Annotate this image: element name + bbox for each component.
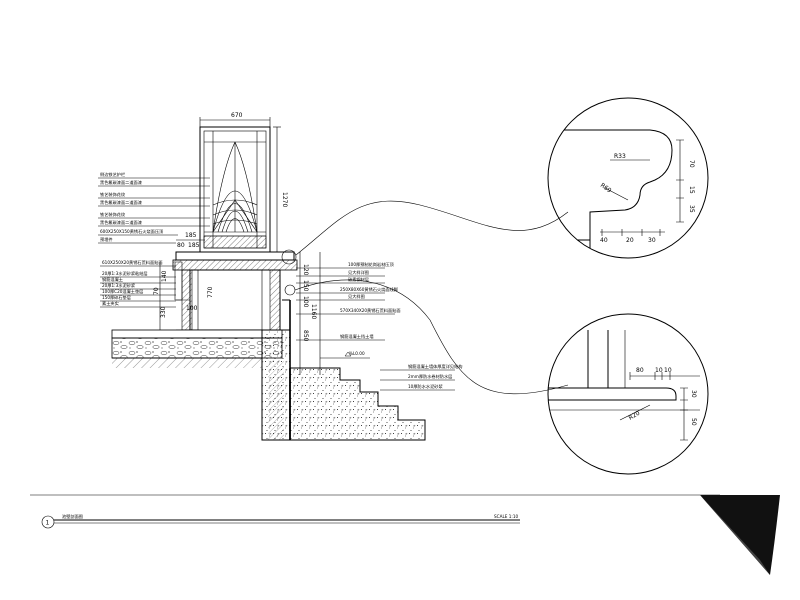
right-annotations: 100厚预制花岗岩材压顶 见大样详图 碳素钢材层 250X80X60黄锈石火烧面… [296,261,462,391]
left-note-8: 610X250X20黄锈石荒料面贴面 [102,259,163,266]
left-note-4: 铁艺装饰花纹 [100,211,126,218]
detail-top: R33 R69 70 15 35 40 20 30 [547,97,709,259]
left-note-10: 钢筋混凝土 [102,276,123,283]
left-note-13: 150厚碎石垫层 [102,294,131,301]
dim-cap-b: 80 [177,242,185,249]
detail-bottom-10a: 10 [655,367,663,374]
dim-cap-c: 185 [188,242,200,249]
right-note-5: 570X340X20黄锈石荒料面贴面 [340,307,401,314]
detail-top-40: 40 [600,237,608,244]
detail-top-30: 30 [648,237,656,244]
left-note-14: 素土夹实 [102,300,119,307]
dim-right-1160: 1160 [310,304,317,319]
callout-leaders [281,200,569,395]
dim-cap-a: 185 [185,232,197,239]
dim-right-850: 850 [302,330,309,342]
right-note-6: 钢筋混凝土挡土墙 [340,333,374,340]
detail-top-r33: R33 [614,153,626,160]
detail-top-70: 70 [688,160,695,168]
drawing-title: 池壁剖面图 [62,513,83,520]
dim-pier-height: 770 [207,286,214,298]
dim-right-120: 120 [302,264,309,276]
left-note-12: 100厚C20混凝土垫层 [102,288,143,295]
right-note-8: 2mm厚防水卷材防水层 [408,373,452,380]
water-level: %L0.00 [320,351,370,359]
dim-right-100: 100 [302,296,309,308]
right-note-4: 见大样图 [348,293,365,300]
left-note-0: 侧边铁艺护栏 [100,171,125,178]
detail-bottom-30: 30 [690,390,697,398]
detail-top-35: 35 [688,205,695,213]
detail-bottom-r20: R20 [628,410,642,422]
detail-top-r69: R69 [599,182,613,195]
detail-bottom-10b: 10 [664,367,672,374]
left-annotations: 侧边铁艺护栏 黑色氟碳漆面二道面漆 铁艺装饰花纹 黑色氟碳漆面二道面漆 铁艺装饰… [98,171,210,308]
pool-steps [262,367,426,441]
left-note-6: 600X250X150黄锈石火烧面压顶 [100,228,164,235]
right-note-3: 250X80X60黄锈石火烧面线脚 [340,286,398,293]
base-layers [111,329,283,368]
detail-bottom-50: 50 [690,418,697,426]
dim-right-150: 150 [302,280,309,292]
panel-dimensions: 670 1270 [199,112,288,253]
dim-left-140: 140 [161,270,168,282]
dim-left-70: 70 [153,287,160,295]
left-note-2: 铁艺装饰花纹 [100,191,126,198]
dim-left-330: 330 [160,306,167,318]
left-dimensions: 140 70 330 100 [153,261,198,331]
right-dimensions: 120 150 100 1160 850 [299,252,321,375]
page-curl [700,495,800,600]
left-note-1: 黑色氟碳漆面二道面漆 [100,179,142,186]
dim-top-width: 670 [231,112,243,119]
detail-top-20: 20 [626,237,634,244]
level-label: %L0.00 [349,351,365,356]
left-note-9: 20厚1:3水泥砂浆粘结层 [102,270,148,277]
dim-left-100: 100 [186,305,198,312]
left-note-5: 黑色氟碳漆面二道面漆 [100,219,142,226]
right-note-1: 见大样详图 [348,269,369,276]
drawing-scale: SCALE 1:10 [494,514,518,519]
right-note-7: 钢筋混凝土墙体厚度详见结构 [408,363,462,370]
left-note-3: 黑色氟碳漆面二道面漆 [100,199,142,206]
left-note-11: 20厚1:3水泥砂浆 [102,282,136,289]
detail-bottom: 80 10 10 30 50 R20 [547,313,709,475]
dim-frame-height: 1270 [281,192,288,207]
fence-panel [199,126,271,253]
left-note-7: 预埋件 [100,236,113,243]
drawing-index: 1 [46,520,50,527]
title-block: 1 池壁剖面图 SCALE 1:10 [30,494,720,529]
right-note-9: 10厚防水水泥砂浆 [408,383,443,390]
detail-bottom-80: 80 [636,367,644,374]
right-note-2: 碳素钢材层 [348,276,369,283]
right-note-0: 100厚预制花岗岩材压顶 [348,261,394,268]
detail-top-15: 15 [688,186,695,194]
